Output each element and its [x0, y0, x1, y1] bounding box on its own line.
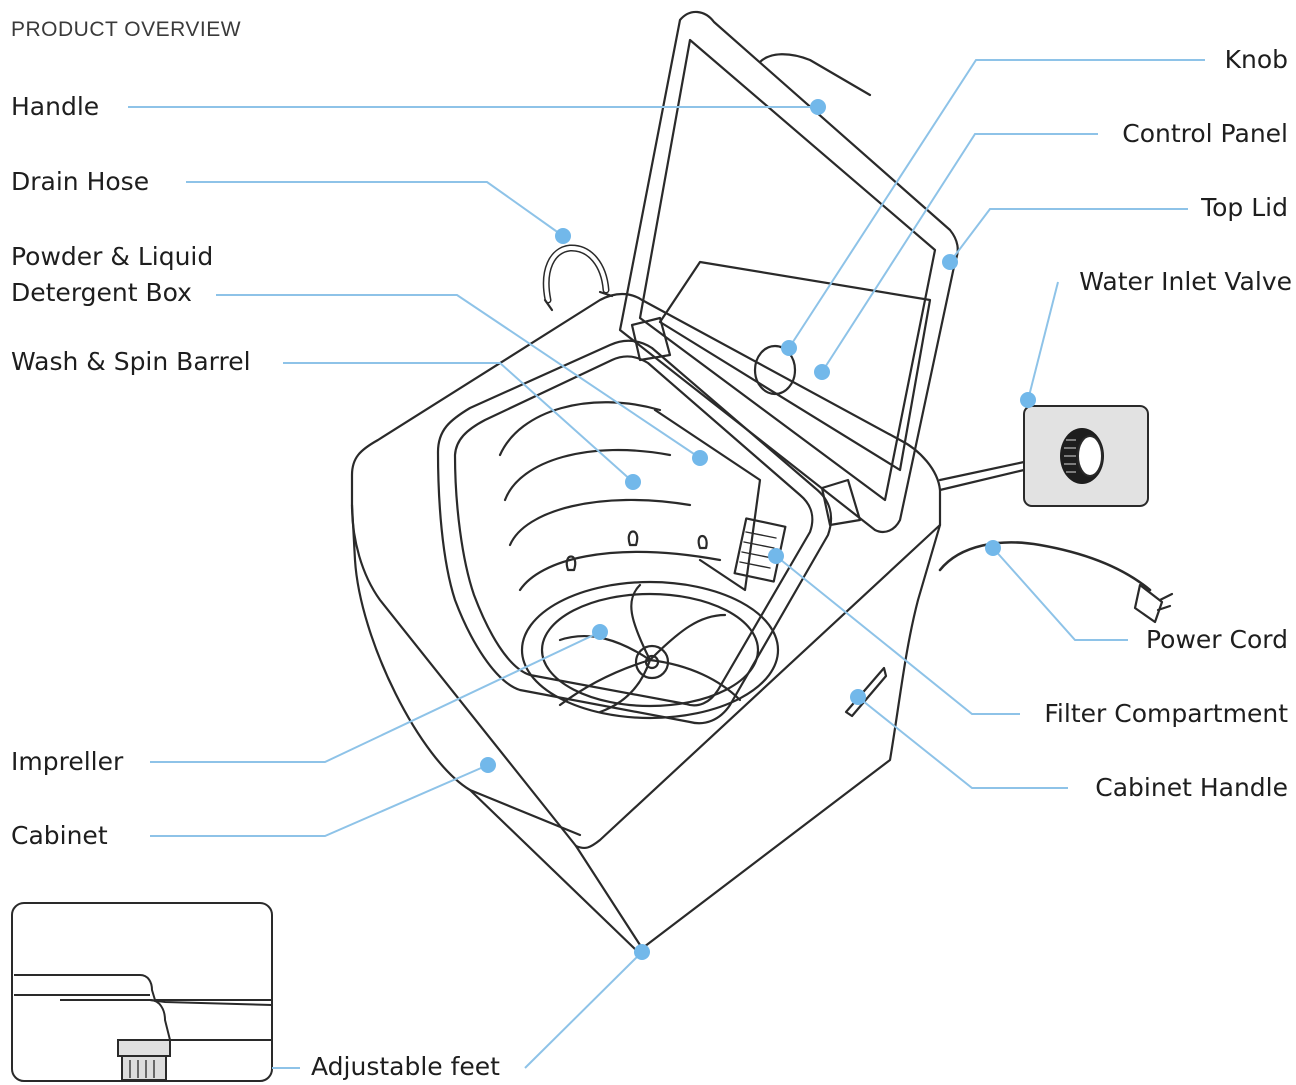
dot-adjustable-feet: [634, 944, 650, 960]
label-handle: Handle: [11, 92, 100, 121]
cabinet-front-edge: [574, 844, 642, 947]
dot-detergent-box: [692, 450, 708, 466]
dot-handle: [810, 99, 826, 115]
leader-barrel: [283, 362, 634, 483]
cabinet-left-face: [350, 503, 642, 952]
dot-top-lid: [942, 254, 958, 270]
leader-impeller: [150, 631, 601, 763]
adjustable-feet-inset: [11, 902, 273, 1082]
label-top-lid: Top Lid: [1201, 193, 1288, 222]
dot-drain-hose: [555, 228, 571, 244]
label-water-inlet-valve: Water Inlet Valve: [1079, 267, 1292, 296]
dot-power-cord: [985, 540, 1001, 556]
dot-barrel: [625, 474, 641, 490]
leader-adjustable-feet: [524, 951, 643, 1069]
dot-cabinet: [480, 757, 496, 773]
leader-water-inlet: [1027, 281, 1059, 401]
label-control-panel: Control Panel: [1122, 119, 1288, 148]
label-knob: Knob: [1224, 45, 1288, 74]
leader-knob: [788, 59, 1205, 349]
label-drain-hose: Drain Hose: [11, 167, 150, 196]
barrel-bottom: [520, 580, 780, 720]
leader-lines: [128, 59, 1205, 1069]
top-lid: [618, 10, 959, 534]
detergent-box: [653, 408, 762, 592]
leader-cabinet: [150, 764, 489, 837]
leader-drain-hose: [186, 181, 564, 237]
power-cord: [938, 541, 1152, 592]
cabinet-top-outline: [350, 292, 942, 850]
label-detergent-box-line2: Detergent Box: [11, 278, 192, 307]
dot-cabinet-handle: [850, 689, 866, 705]
dot-impeller: [592, 624, 608, 640]
leader-top-lid: [949, 208, 1188, 263]
label-impeller: Impreller: [11, 747, 124, 776]
dot-knob: [781, 340, 797, 356]
diagram-heading: PRODUCT OVERVIEW: [11, 18, 242, 41]
label-adjustable-feet: Adjustable feet: [311, 1052, 500, 1081]
dot-water-inlet: [1020, 392, 1036, 408]
label-power-cord: Power Cord: [1146, 625, 1288, 654]
label-detergent-box: Powder & Liquid Detergent Box: [11, 239, 213, 311]
leader-control-panel: [821, 133, 1098, 373]
label-barrel: Wash & Spin Barrel: [11, 347, 251, 376]
leader-detergent-box: [216, 294, 701, 459]
tub-opening: [436, 339, 833, 725]
dot-filter: [768, 548, 784, 564]
callout-dots: [480, 99, 1036, 960]
label-filter-compartment: Filter Compartment: [1044, 699, 1288, 728]
label-cabinet: Cabinet: [11, 821, 108, 850]
knob: [753, 344, 797, 396]
dot-control-panel: [814, 364, 830, 380]
label-detergent-box-line1: Powder & Liquid: [11, 242, 214, 271]
cabinet-right-face: [638, 523, 942, 952]
impeller-hub: [634, 644, 670, 680]
cabinet-handle: [844, 666, 888, 718]
washing-machine-illustration: [350, 10, 1174, 952]
leader-filter: [775, 555, 1020, 715]
leader-cabinet-handle: [857, 696, 1068, 789]
label-cabinet-handle: Cabinet Handle: [1095, 773, 1288, 802]
leader-power-cord: [992, 547, 1128, 641]
water-inlet-valve-inset: [1023, 405, 1149, 507]
